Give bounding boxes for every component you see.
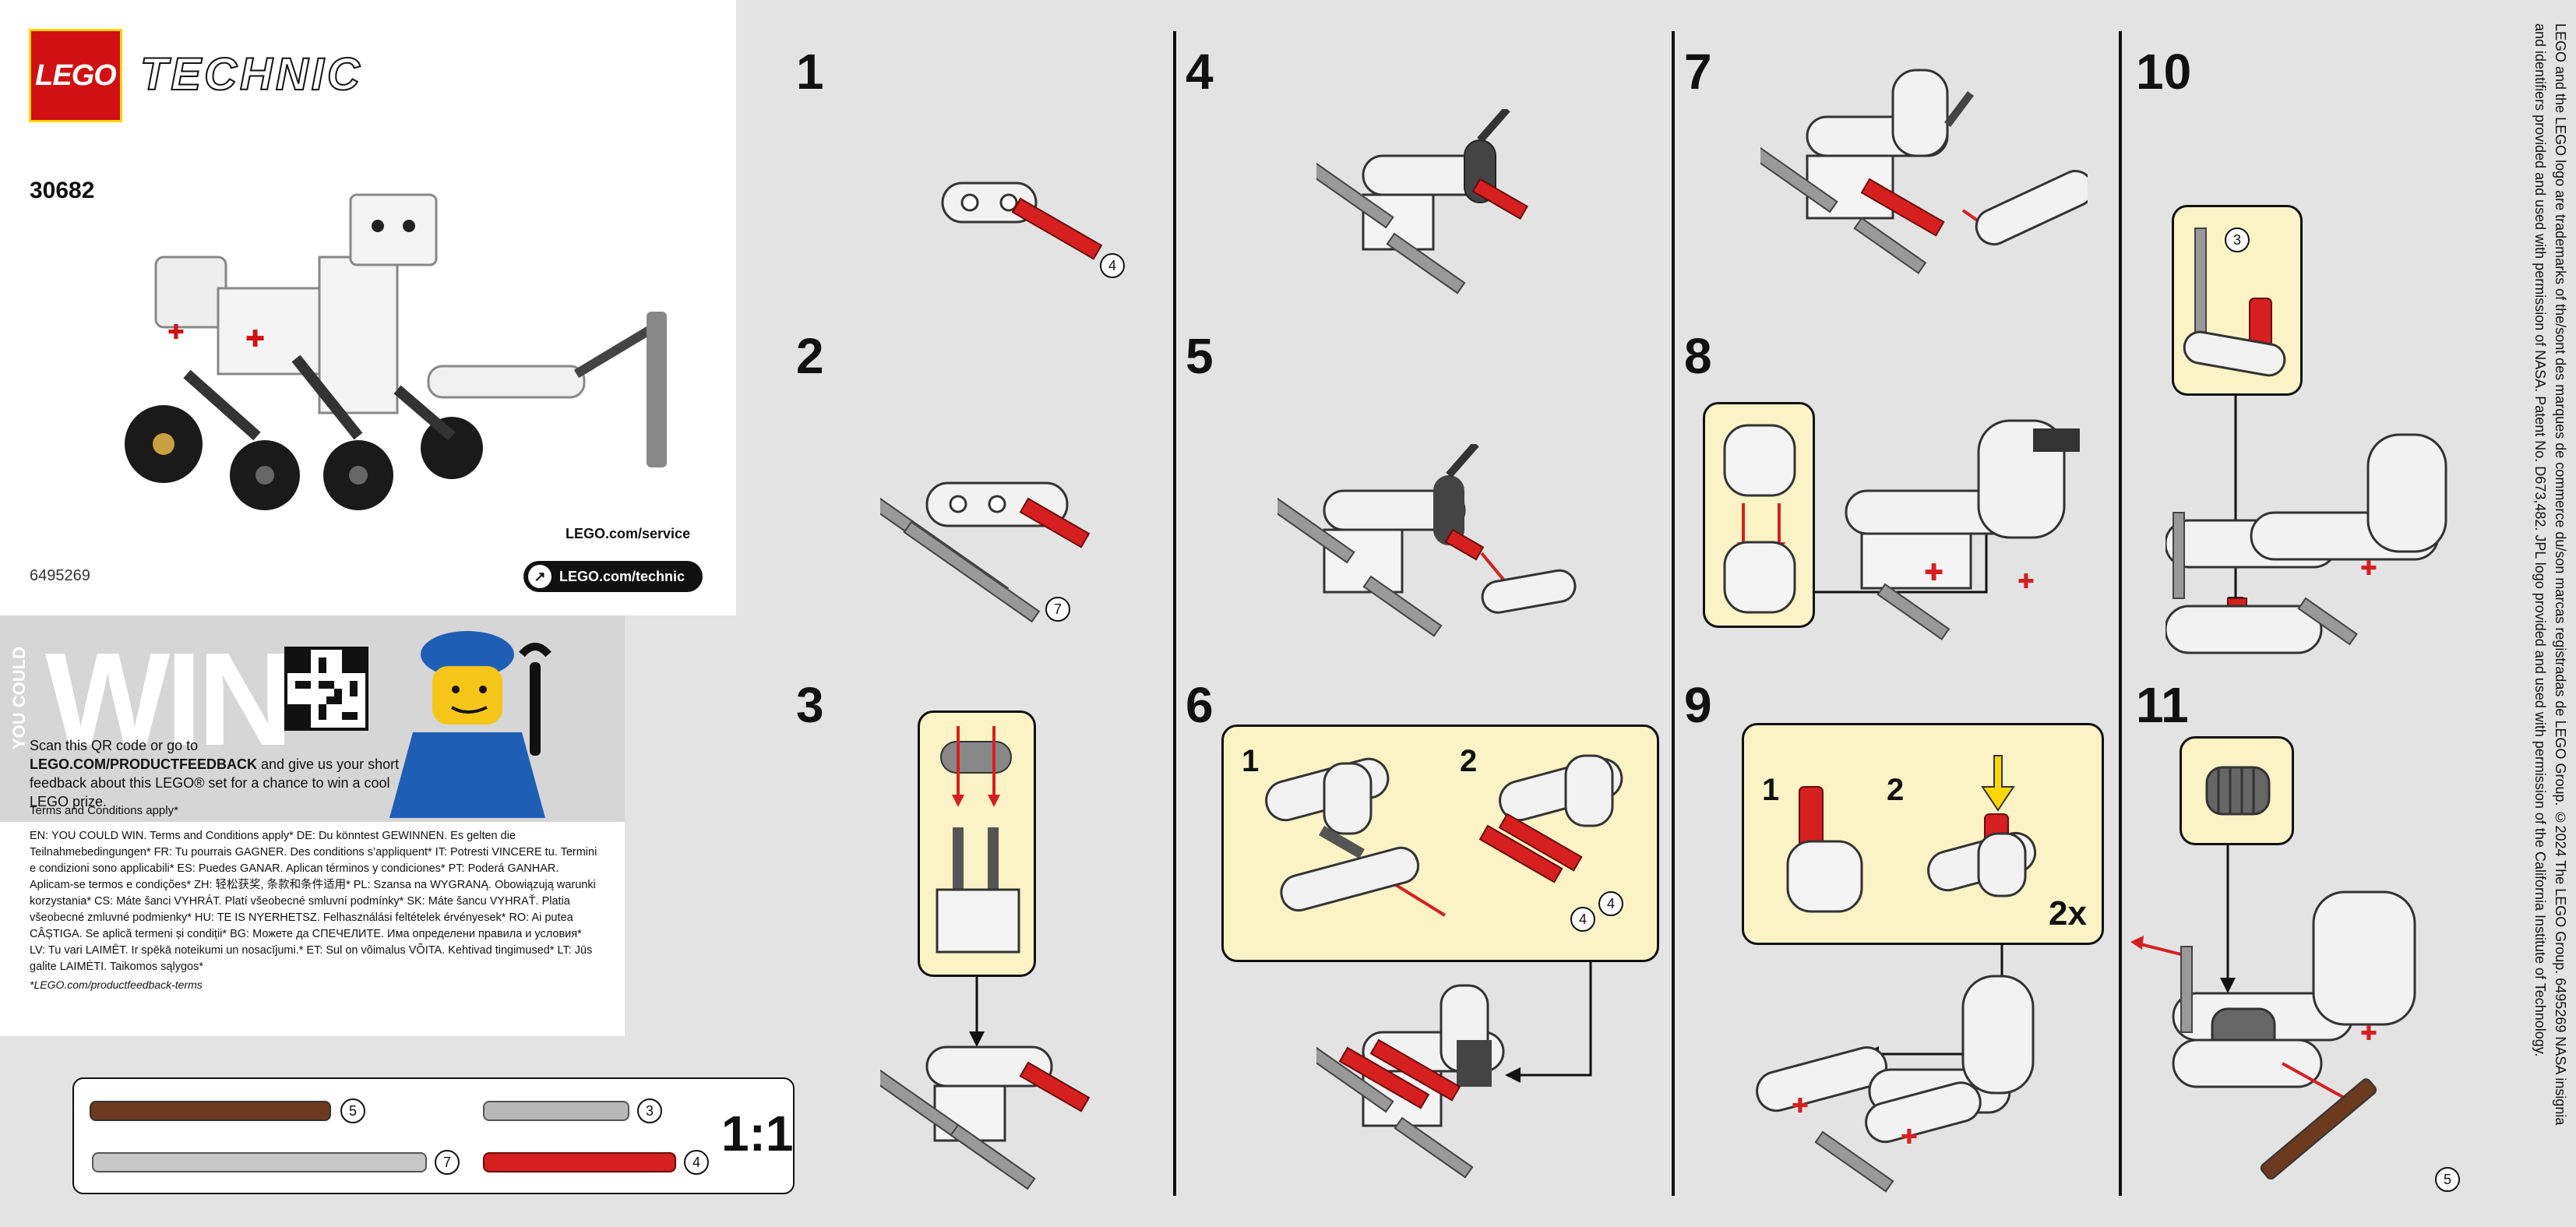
step-4-diagram: [1316, 109, 1528, 294]
part-count: 3: [2225, 227, 2250, 252]
step-5-diagram: [1277, 444, 1577, 637]
step-3-callout-diagram: [936, 726, 1020, 954]
step-7-diagram: [1760, 69, 2088, 274]
step-number: 6: [1186, 677, 1214, 733]
scale-ratio: 1:1: [721, 1105, 794, 1162]
step-6-diagram: [1316, 962, 1592, 1179]
win-heading: WIN: [45, 626, 293, 774]
step-number: 5: [1186, 328, 1214, 384]
rover-wheel-icon: [125, 405, 483, 510]
substep-number: 2: [1460, 744, 1478, 778]
part-count: 7: [435, 1150, 460, 1175]
svg-text:✚: ✚: [167, 321, 185, 344]
set-number: 30682: [30, 178, 95, 203]
svg-text:✚: ✚: [2360, 557, 2377, 580]
header-banner: [0, 0, 736, 153]
step-8-callout-diagram: [1723, 424, 1796, 614]
arrow-up-right-icon: ↗: [528, 565, 551, 588]
step-number: 4: [1186, 44, 1214, 100]
step-11-diagram: ✚: [2130, 845, 2416, 1179]
multilingual-terms: EN: YOU COULD WIN. Terms and Conditions …: [30, 830, 597, 973]
step-3-diagram: [880, 977, 1091, 1190]
substep-number: 1: [1242, 744, 1260, 778]
brown-axle-part: [90, 1101, 331, 1121]
step-number: 7: [1684, 44, 1712, 100]
part-count: 5: [340, 1098, 365, 1123]
part-count: 4: [1570, 907, 1595, 932]
parts-inventory: [72, 1077, 795, 1194]
step-number: 1: [796, 44, 824, 100]
technic-wordmark: TECHNIC: [139, 48, 363, 100]
part-count: 3: [637, 1098, 662, 1123]
technic-link-button[interactable]: ↗ LEGO.com/technic: [523, 561, 703, 592]
part-count: 4: [1100, 253, 1125, 278]
barcode-number: 6495269: [30, 567, 90, 584]
step-number: 8: [1684, 328, 1712, 384]
red-pin-part: [483, 1152, 676, 1172]
step-number: 3: [796, 677, 824, 733]
repeat-multiplier: 2x: [2049, 894, 2087, 933]
part-count: 4: [1598, 891, 1623, 916]
step-8-diagram: ✚ ✚: [1815, 419, 2080, 640]
gear-icon: [2205, 766, 2271, 816]
part-count: 4: [684, 1150, 709, 1175]
rover-illustration: ✚ ✚: [125, 193, 667, 510]
service-link[interactable]: LEGO.com/service: [566, 526, 691, 541]
step-number: 2: [796, 328, 824, 384]
legal-notice: LEGO and the LEGO logo are trademarks of…: [2532, 23, 2568, 1126]
step-9-diagram: ✚ ✚: [1756, 945, 2035, 1193]
svg-text:✚: ✚: [1901, 1126, 1918, 1149]
step-1-diagram: [941, 182, 1103, 260]
svg-text:✚: ✚: [1924, 559, 1943, 587]
step-number: 10: [2136, 44, 2192, 100]
svg-text:✚: ✚: [2017, 570, 2035, 594]
column-divider: [1672, 31, 1675, 1196]
lego-logo: LEGO: [29, 29, 122, 122]
svg-text:✚: ✚: [2360, 1022, 2377, 1045]
step-10-callout-diagram: [2183, 227, 2286, 377]
feedback-terms-link[interactable]: *LEGO.com/productfeedback-terms: [30, 978, 203, 991]
column-divider: [2119, 31, 2122, 1196]
step-number: 11: [2136, 677, 2189, 733]
substep-number: 1: [1762, 773, 1780, 807]
substep-number: 2: [1887, 773, 1905, 807]
step-2-diagram: [880, 481, 1091, 623]
minifigure-icon: [389, 631, 551, 818]
step-9-callout-diagram: [1786, 755, 2037, 913]
part-count: 5: [2435, 1167, 2460, 1192]
qr-code-icon[interactable]: [284, 647, 368, 731]
you-could-label: YOU COULD: [9, 647, 29, 749]
step-6-callout-diagram: [1265, 754, 1623, 917]
terms-label: Terms and Conditions apply*: [30, 804, 178, 817]
svg-text:✚: ✚: [1792, 1095, 1809, 1118]
step-10-diagram: ✚: [2165, 396, 2447, 654]
step-number: 9: [1684, 677, 1712, 733]
grey-axle-part: [483, 1101, 629, 1121]
long-grey-axle-part: [92, 1152, 427, 1172]
svg-text:✚: ✚: [245, 326, 265, 353]
column-divider: [1173, 31, 1176, 1196]
part-count: 7: [1045, 597, 1070, 622]
scan-instructions: Scan this QR code or go to LEGO.COM/PROD…: [30, 738, 400, 809]
